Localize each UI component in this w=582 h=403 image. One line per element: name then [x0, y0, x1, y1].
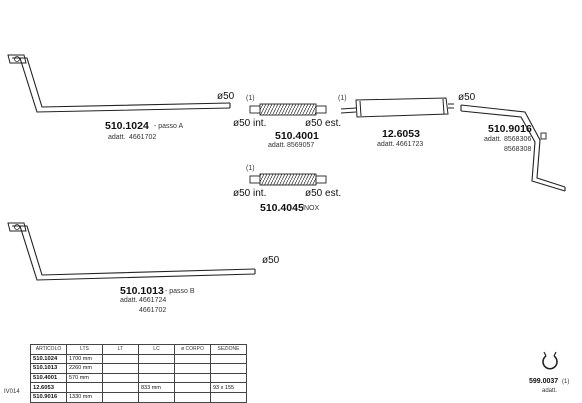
part-number-510-4001: 510.4001 [275, 130, 319, 142]
table-row: 12.6053 833 mm 93 x 155 [30, 382, 247, 393]
oem-ref-4001: 8569057 [287, 142, 315, 149]
cell-articolo: 510.9016 [30, 391, 67, 403]
cell-lt [102, 363, 139, 374]
diameter-label-1013: ø50 [262, 255, 280, 266]
table-row: 510.1024 1700 mm [30, 353, 247, 365]
cell-sezione [210, 353, 247, 365]
cell-articolo: 12.6053 [30, 382, 67, 393]
cell-lc [138, 391, 175, 403]
cell-lc [138, 372, 175, 384]
part-number-510-1013: 510.1013 [120, 285, 164, 297]
cell-corpo [174, 363, 211, 374]
col-header: ø CORPO [174, 344, 211, 355]
cell-corpo [174, 372, 211, 384]
cell-lc [138, 353, 175, 365]
table-row: 510.9016 1330 mm [30, 391, 247, 403]
drawing-code: IV014 [4, 389, 20, 395]
cell-sezione: 93 x 155 [210, 382, 247, 393]
cell-lt [102, 353, 139, 365]
table-row: 510.4001 570 mm [30, 372, 247, 384]
variant-label-1024: - passo A [154, 123, 184, 130]
col-header: LTS [66, 344, 103, 355]
front-pipe-510-1024 [7, 54, 231, 113]
adatt-label-4001: adatt. [268, 142, 286, 149]
diameter-label-1024: ø50 [217, 91, 235, 102]
cell-articolo: 510.1013 [30, 363, 67, 374]
variant-label-4045: /NOX [302, 205, 320, 212]
oem-ref-9016-b: 8568308 [504, 146, 532, 153]
cell-corpo [174, 353, 211, 365]
diameter-label-9016: ø50 [458, 92, 476, 103]
col-header: LC [138, 344, 175, 355]
cell-corpo [174, 391, 211, 403]
tail-pipe-510-9016 [460, 104, 566, 192]
part-number-510-1024: 510.1024 [105, 120, 149, 132]
cell-lts [66, 382, 103, 393]
part-number-510-4045: 510.4045 [260, 202, 304, 214]
note-mark-4001: (1) [246, 95, 255, 102]
table-row: 510.1013 2260 mm [30, 363, 247, 374]
table-header-row: ARTICOLO LTS LT LC ø CORPO SEZIONE [30, 344, 247, 355]
flex-pipe-510-4045 [249, 173, 327, 186]
spec-table: ARTICOLO LTS LT LC ø CORPO SEZIONE 510.1… [30, 344, 247, 403]
oem-ref-1013-b: 4661702 [139, 307, 167, 314]
adatt-label-6053: adatt. [377, 141, 395, 148]
cell-lt [102, 382, 139, 393]
cell-lc: 833 mm [138, 382, 175, 393]
diameter-int-4001: ø50 int. [233, 118, 267, 129]
note-mark-6053: (1) [338, 95, 347, 102]
oem-ref-6053: 4661723 [396, 141, 424, 148]
oem-ref-1013-a: 4661724 [139, 297, 167, 304]
variant-label-1013: - passo B [165, 288, 195, 295]
adatt-label-0037: adatt. [542, 388, 558, 394]
front-pipe-510-1013 [7, 222, 256, 281]
oem-ref-1024: 4661702 [129, 134, 157, 141]
note-mark-4045: (1) [246, 165, 255, 172]
part-number-510-9016: 510.9016 [488, 123, 532, 135]
cell-articolo: 510.1024 [30, 353, 67, 365]
flex-pipe-510-4001 [249, 103, 327, 116]
cell-lc [138, 363, 175, 374]
cell-lts: 1330 mm [66, 391, 103, 403]
cell-corpo [174, 382, 211, 393]
cell-lt [102, 372, 139, 384]
adatt-label-9016: adatt. [484, 136, 502, 143]
part-number-12-6053: 12.6053 [382, 128, 420, 140]
cell-articolo: 510.4001 [30, 372, 67, 384]
cell-lts: 2260 mm [66, 363, 103, 374]
cell-sezione [210, 363, 247, 374]
col-header: ARTICOLO [30, 344, 67, 355]
diameter-int-4045: ø50 int. [233, 188, 267, 199]
col-header: SEZIONE [210, 344, 247, 355]
muffler-12-6053 [340, 97, 454, 118]
cell-lts: 570 mm [66, 372, 103, 384]
col-header: LT [102, 344, 139, 355]
cell-lt [102, 391, 139, 403]
diameter-est-4001: ø50 est. [305, 118, 342, 129]
note-mark-0037: (1) [562, 379, 570, 385]
clamp-599-0037 [542, 351, 558, 370]
cell-sezione [210, 372, 247, 384]
cell-lts: 1700 mm [66, 353, 103, 365]
part-number-599-0037: 599.0037 [529, 378, 559, 385]
oem-ref-9016-a: 8568306 [504, 136, 532, 143]
adatt-label-1013: adatt. [120, 297, 138, 304]
diameter-est-4045: ø50 est. [305, 188, 342, 199]
adatt-label-1024: adatt. [108, 134, 126, 141]
cell-sezione [210, 391, 247, 403]
